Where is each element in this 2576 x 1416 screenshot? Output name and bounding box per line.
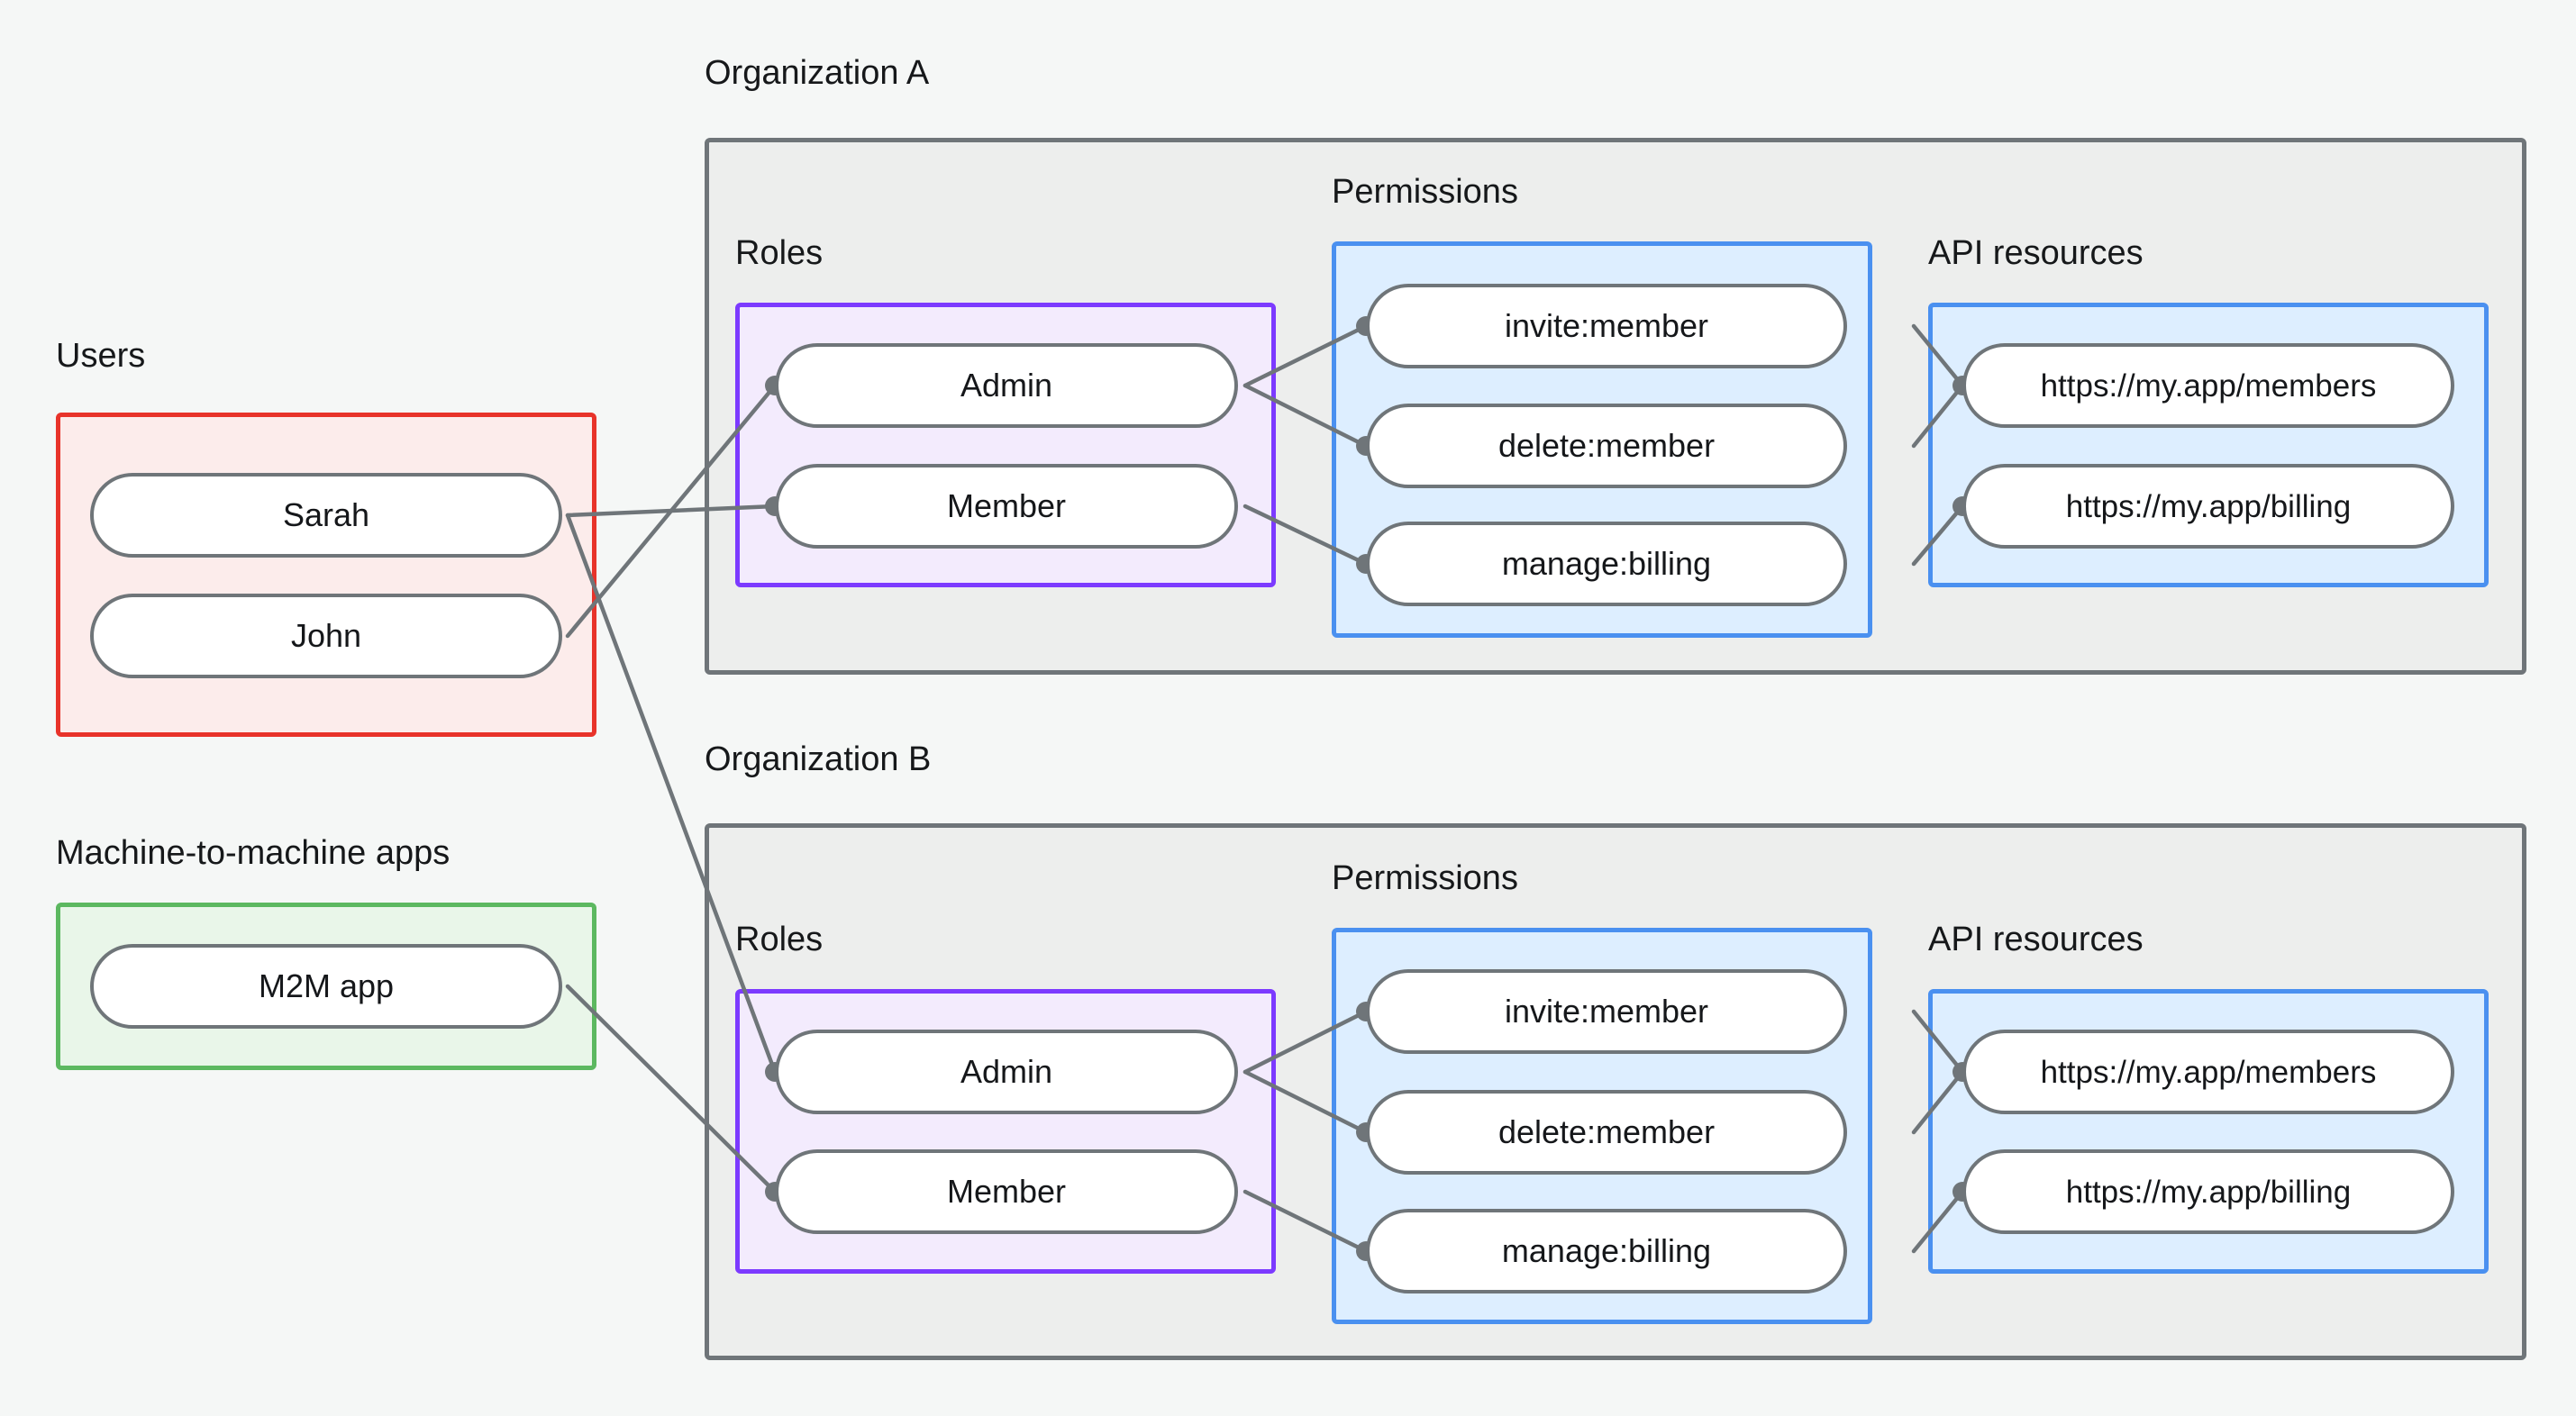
org-a-role-admin[interactable]: Admin	[775, 343, 1238, 428]
user-node-sarah[interactable]: Sarah	[90, 473, 562, 558]
org-a-permission-delete-member-label: delete:member	[1497, 427, 1716, 464]
users-label: Users	[56, 337, 146, 375]
org-a-api-resource-billing[interactable]: https://my.app/billing	[1962, 464, 2454, 549]
org-a-permission-invite-member[interactable]: invite:member	[1366, 284, 1847, 368]
org-b-permission-delete-member-label: delete:member	[1497, 1113, 1716, 1150]
m2m-node-app[interactable]: M2M app	[90, 944, 562, 1029]
user-node-john[interactable]: John	[90, 594, 562, 678]
org-b-role-member[interactable]: Member	[775, 1149, 1238, 1234]
org-a-api-resource-members[interactable]: https://my.app/members	[1962, 343, 2454, 428]
org-a-role-member[interactable]: Member	[775, 464, 1238, 549]
org-b-permission-delete-member[interactable]: delete:member	[1366, 1090, 1847, 1175]
org-b-roles-label: Roles	[735, 921, 824, 958]
org-a-api-resources-label: API resources	[1928, 234, 2144, 272]
org-b-role-admin[interactable]: Admin	[775, 1030, 1238, 1114]
org-b-permission-invite-member[interactable]: invite:member	[1366, 969, 1847, 1054]
org-b-role-member-label: Member	[946, 1173, 1067, 1210]
org-a-permissions-label: Permissions	[1332, 173, 1518, 211]
org-b-api-resources-label: API resources	[1928, 921, 2144, 958]
user-node-sarah-label: Sarah	[282, 496, 370, 533]
m2m-label: Machine-to-machine apps	[56, 834, 451, 872]
org-a-api-resource-members-label: https://my.app/members	[2040, 368, 2377, 404]
org-b-permission-invite-member-label: invite:member	[1504, 993, 1709, 1030]
org-b-api-resource-members-label: https://my.app/members	[2040, 1054, 2377, 1090]
org-b-permissions-label: Permissions	[1332, 859, 1518, 897]
org-a-permission-delete-member[interactable]: delete:member	[1366, 404, 1847, 488]
org-a-title: Organization A	[705, 54, 930, 92]
org-b-permission-manage-billing[interactable]: manage:billing	[1366, 1209, 1847, 1293]
org-b-title: Organization B	[705, 740, 932, 778]
org-b-api-resource-billing-label: https://my.app/billing	[2065, 1174, 2352, 1210]
org-a-permission-manage-billing[interactable]: manage:billing	[1366, 522, 1847, 606]
org-b-role-admin-label: Admin	[960, 1053, 1053, 1090]
user-node-john-label: John	[290, 617, 362, 654]
org-a-role-member-label: Member	[946, 487, 1067, 524]
org-b-permission-manage-billing-label: manage:billing	[1501, 1232, 1712, 1269]
org-b-api-resource-members[interactable]: https://my.app/members	[1962, 1030, 2454, 1114]
org-a-permission-invite-member-label: invite:member	[1504, 307, 1709, 344]
org-a-roles-label: Roles	[735, 234, 824, 272]
org-b-api-resource-billing[interactable]: https://my.app/billing	[1962, 1149, 2454, 1234]
m2m-node-app-label: M2M app	[258, 967, 395, 1004]
org-a-role-admin-label: Admin	[960, 367, 1053, 404]
users-container	[56, 413, 596, 737]
org-a-permission-manage-billing-label: manage:billing	[1501, 545, 1712, 582]
org-a-api-resource-billing-label: https://my.app/billing	[2065, 488, 2352, 524]
